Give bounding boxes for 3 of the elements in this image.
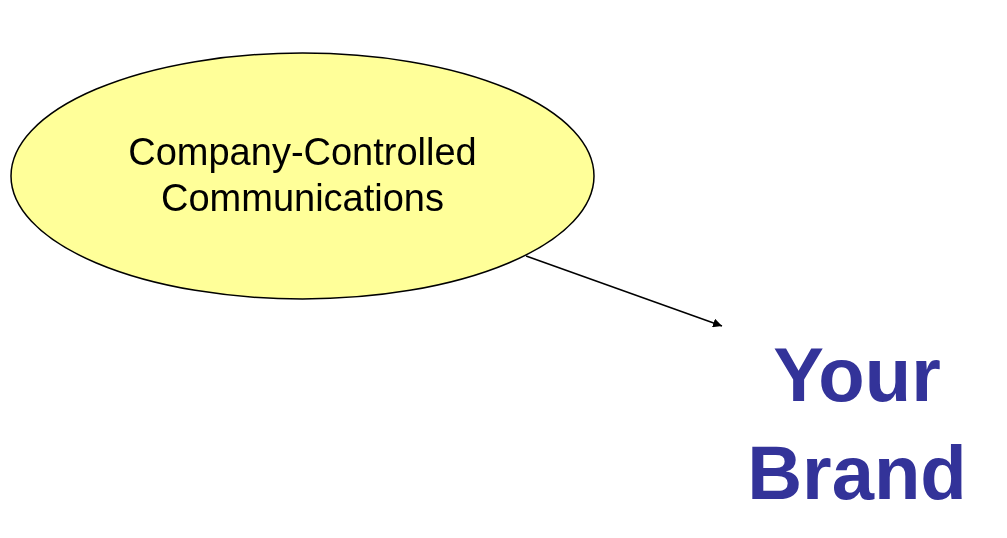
bubble-label: Company-Controlled Communications xyxy=(127,130,478,221)
heading-text: Your Brand xyxy=(746,331,968,517)
arrow xyxy=(525,255,723,328)
